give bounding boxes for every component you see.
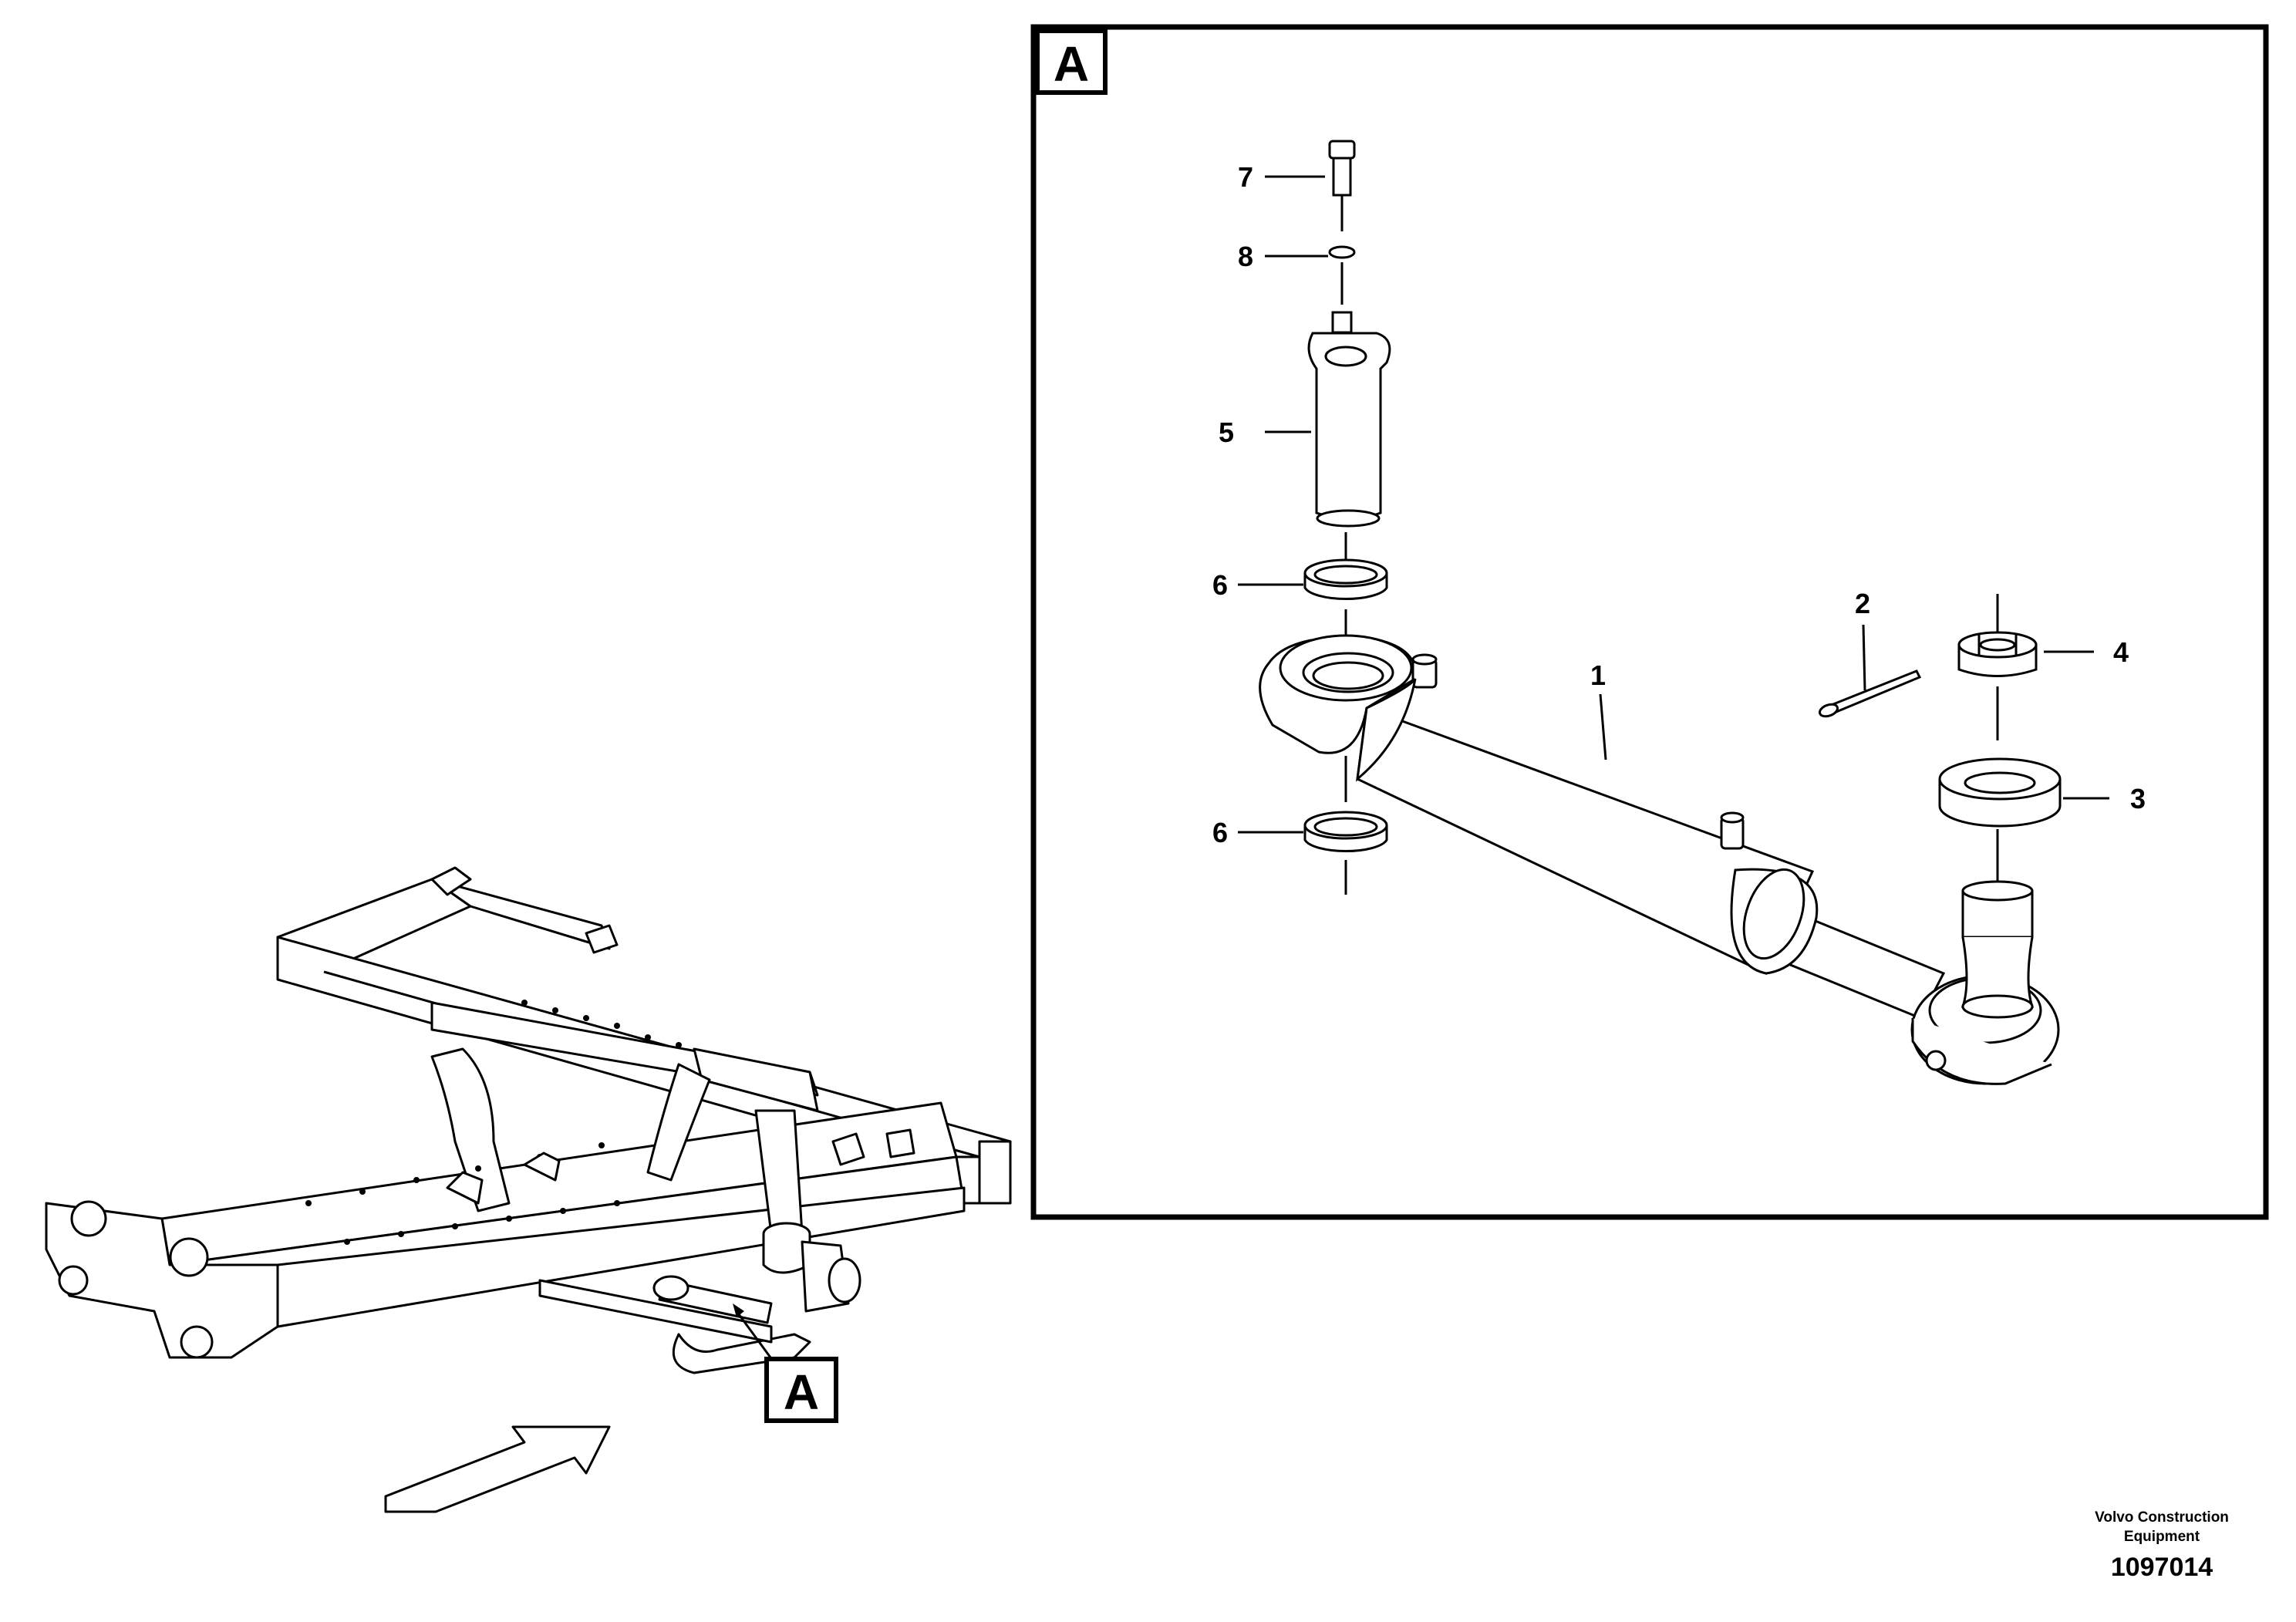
part-1-steering-cylinder: [1259, 634, 2060, 1085]
callout-4: 4: [2113, 636, 2129, 668]
frame-overview: [45, 866, 1012, 1374]
part-7-bolt: [1328, 140, 1356, 231]
detail-view-a: A: [1030, 24, 2269, 1220]
company-line-2: Equipment: [2124, 1529, 2200, 1545]
footer-block: Volvo Construction Equipment 1097014: [2095, 1509, 2229, 1582]
overview-view-marker: A: [733, 1303, 838, 1423]
part-3-spacer: [1938, 757, 2062, 883]
part-2-cotter-pin: [1818, 669, 1922, 718]
part-6-lower-bushing: [1303, 811, 1388, 895]
callout-3: 3: [2130, 783, 2146, 814]
part-4-castle-nut: [1957, 594, 2038, 740]
overview-label: A: [784, 1364, 819, 1420]
ball-stud: [1961, 880, 2035, 1019]
callout-5: 5: [1219, 416, 1234, 448]
detail-label-box: [1035, 29, 1108, 95]
part-6-upper-bushing: [1303, 532, 1388, 644]
drawing-number: 1097014: [2111, 1553, 2213, 1582]
callout-7: 7: [1238, 161, 1253, 193]
company-line-1: Volvo Construction: [2095, 1509, 2229, 1526]
callout-8: 8: [1238, 241, 1253, 272]
callout-1: 1: [1590, 659, 1606, 691]
part-8-washer: [1328, 245, 1356, 305]
overview-label-box: [764, 1357, 838, 1423]
part-5-pin: [1307, 311, 1391, 528]
leader-lines: [1238, 175, 2109, 834]
detail-label: A: [1054, 36, 1089, 92]
view-direction-arrow: [384, 1425, 611, 1513]
callout-2: 2: [1855, 588, 1870, 619]
callout-6-upper: 6: [1212, 569, 1228, 601]
callout-6-lower: 6: [1212, 817, 1228, 848]
